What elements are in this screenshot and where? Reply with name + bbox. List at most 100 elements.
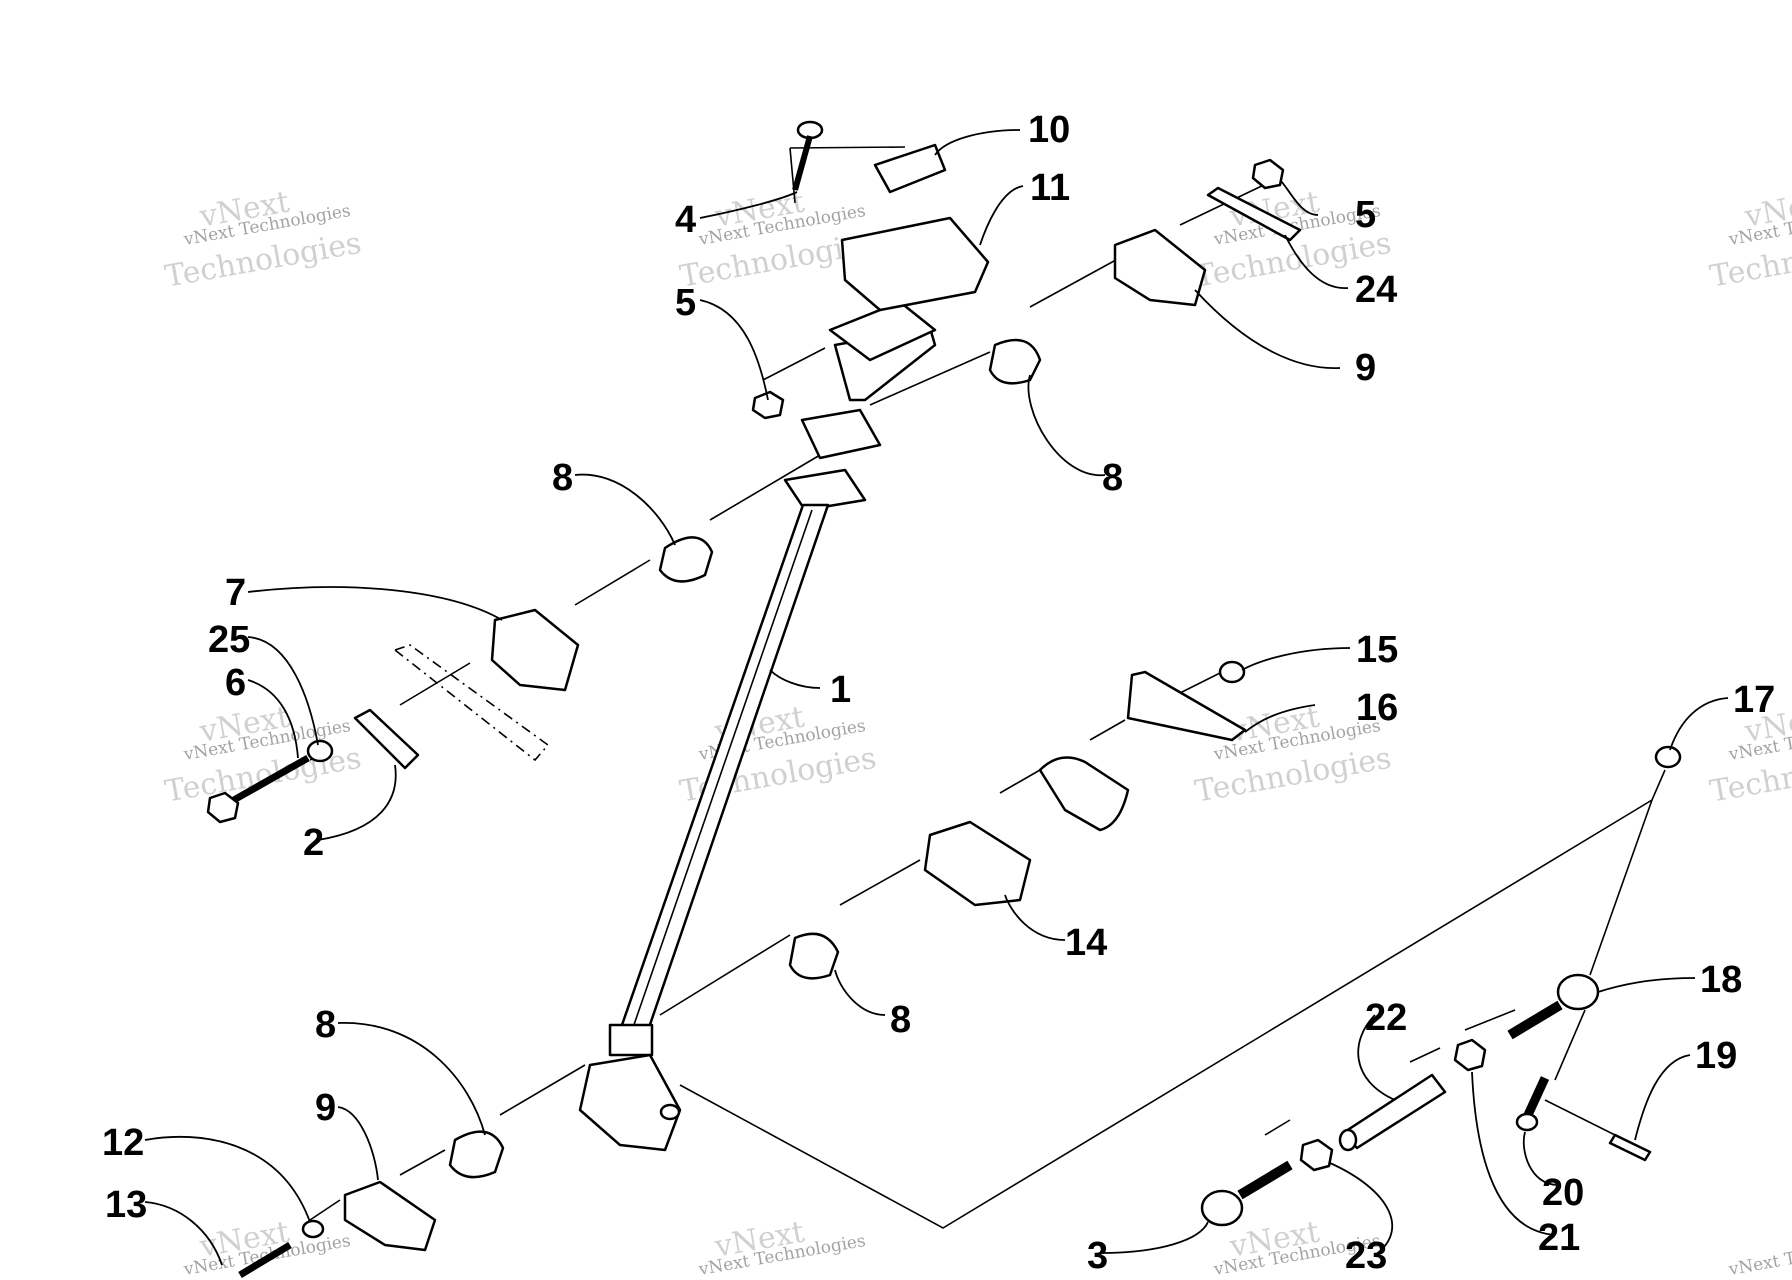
nut-17-part [1654,745,1682,769]
bolt-head [796,120,824,140]
callout-5: 5 [1355,194,1376,236]
assembly-line [1589,799,1653,976]
bolt-shank [792,135,813,191]
steering-post-part [578,300,937,1152]
post-top-plate [828,300,937,362]
tie-rod-22-part [1338,1073,1447,1152]
clamp-10-part [873,143,947,194]
clamp-9-upper-part [1113,228,1207,307]
callout-8: 8 [1102,457,1123,499]
bushing-8-upper-left-part [658,536,714,583]
assembly-line [1554,1009,1586,1081]
leader-line [1357,1014,1396,1101]
leader-line [317,764,397,841]
assembly-line [659,934,791,1016]
watermark: vNext Technologies vNext Technologies [162,185,364,295]
callout-22: 22 [1365,997,1407,1039]
assembly-line [1464,1009,1516,1031]
leader-line [1004,894,1066,941]
parts [206,120,1682,1279]
callout-9: 9 [1355,347,1376,389]
leader-line [1634,1054,1691,1141]
post-flange-lower [783,468,867,512]
leader-line [1027,374,1106,476]
post-collar [608,1023,654,1057]
bolt-shank [223,754,310,809]
rod-end-eye [1200,1189,1244,1227]
clamp-9-lower-part [343,1180,437,1252]
leader-line [699,299,769,401]
assembly-line [1544,1099,1616,1136]
leader-line [1471,1071,1556,1236]
callout-6: 6 [225,662,246,704]
leader-line [1329,1162,1394,1256]
assembly-line [1409,1047,1441,1063]
rod-end-shank [1507,1000,1563,1040]
plate-24-part [1206,186,1302,242]
assembly-line [869,351,991,406]
post-arm-hole [659,1103,681,1121]
callout-13: 13 [105,1184,147,1226]
callout-8: 8 [890,999,911,1041]
assembly-line [1089,719,1126,741]
callout-19: 19 [1695,1035,1737,1077]
tie-rod-end [1338,1128,1358,1152]
nut-23-part [1299,1138,1334,1172]
callout-1: 1 [830,669,851,711]
assembly-line [679,769,1666,1229]
callout-labels: 10 11 4 5 5 24 9 8 8 7 25 6 1 2 15 16 17… [102,109,1775,1277]
callout-10: 10 [1028,109,1070,151]
leader-line [337,1106,379,1181]
callout-7: 7 [225,572,246,614]
leader-line [769,669,821,689]
nut-5-right-part [1251,158,1285,190]
tie-rod-end-18-part [1507,973,1600,1040]
leader-line [1284,234,1349,289]
leader-line [1099,1221,1209,1254]
plate-2-part [353,708,420,770]
callout-20: 20 [1542,1172,1584,1214]
leader-line [1597,977,1696,993]
callout-23: 23 [1345,1235,1387,1277]
bushing-8-lower-middle-part [788,932,840,980]
callout-14: 14 [1065,922,1107,964]
callout-4: 4 [675,199,696,241]
leader-line [247,679,299,759]
leader-line [699,191,798,219]
leader-line [574,473,676,546]
callout-21: 21 [1538,1217,1580,1259]
assembly-line [709,454,821,521]
callout-12: 12 [102,1122,144,1164]
watermark: vNext Technologies vNext [696,1215,867,1280]
callout-5: 5 [675,282,696,324]
leader-line [337,1022,486,1136]
leader-line [247,586,503,621]
callout-25: 25 [208,619,250,661]
callout-24: 24 [1355,269,1397,311]
tie-rod-end-3-part [1200,1160,1293,1227]
nut-15-part [1218,660,1246,684]
nut-21-part [1453,1038,1487,1072]
callout-9: 9 [315,1087,336,1129]
assembly-line [839,859,921,906]
watermark-text: vNext Technologies [1726,1231,1792,1280]
post-steering-arm [578,1053,682,1152]
bracket-part [1038,756,1130,832]
cotter-pin-19-part [1608,1133,1652,1162]
clamp-14-part [923,820,1032,907]
bolt-head [206,791,240,824]
assembly-line [574,559,651,606]
watermark-text: vNext [1741,185,1792,235]
post-shaft-highlight [627,509,813,1043]
callout-18: 18 [1700,959,1742,1001]
assembly-line [309,1199,341,1221]
assembly-line [762,347,826,381]
assembly-line [1264,1119,1291,1136]
assembly-line [399,662,471,706]
assembly-line [499,1064,586,1116]
callout-16: 16 [1356,687,1398,729]
post-flange-upper [800,408,882,460]
clamp-7-part [490,608,580,692]
washer-12-part [301,1219,325,1239]
